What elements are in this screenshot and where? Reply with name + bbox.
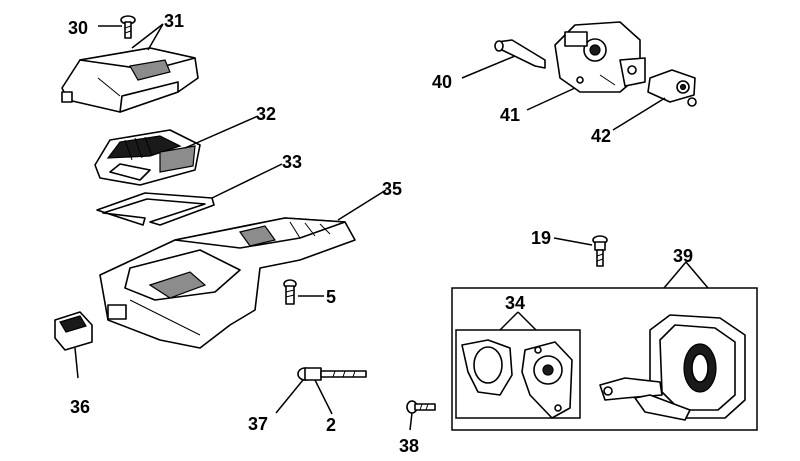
callout-19: 19 [531,228,551,248]
part-34-gaskets [461,339,573,419]
callout-33: 33 [282,152,302,172]
callout-36: 36 [70,397,90,417]
callout-37: 37 [248,414,268,434]
part-35-housing [99,217,356,349]
part-38-screw [406,400,436,414]
leader-lines [74,23,709,431]
callout-34: 34 [505,293,525,313]
callout-5: 5 [326,287,336,307]
callout-labels: 30 31 32 33 35 40 41 42 19 39 34 5 36 37… [68,11,693,456]
callout-2: 2 [326,415,336,435]
part-41-carburetor [554,21,646,93]
part-31-cover [61,47,199,113]
callout-39: 39 [673,246,693,266]
callout-42: 42 [591,126,611,146]
part-5-bolt [283,279,297,305]
part-40-hose [494,39,546,69]
part-30-screw [120,15,136,39]
part-39-manifold [599,314,746,421]
callout-40: 40 [432,72,452,92]
callout-41: 41 [500,105,520,125]
part-32-air-filter [94,129,201,186]
part-19-bolt [592,235,608,267]
part-42-spacer [647,69,697,107]
part-36-switch [54,311,93,351]
callout-38: 38 [399,436,419,456]
callout-35: 35 [382,179,402,199]
callout-30: 30 [68,18,88,38]
callout-32: 32 [256,104,276,124]
part-37-2-bolt [297,367,367,381]
part-34-group-box [455,329,581,419]
callout-31: 31 [164,11,184,31]
part-39-group-box [451,287,758,431]
part-33-gasket [96,192,215,226]
